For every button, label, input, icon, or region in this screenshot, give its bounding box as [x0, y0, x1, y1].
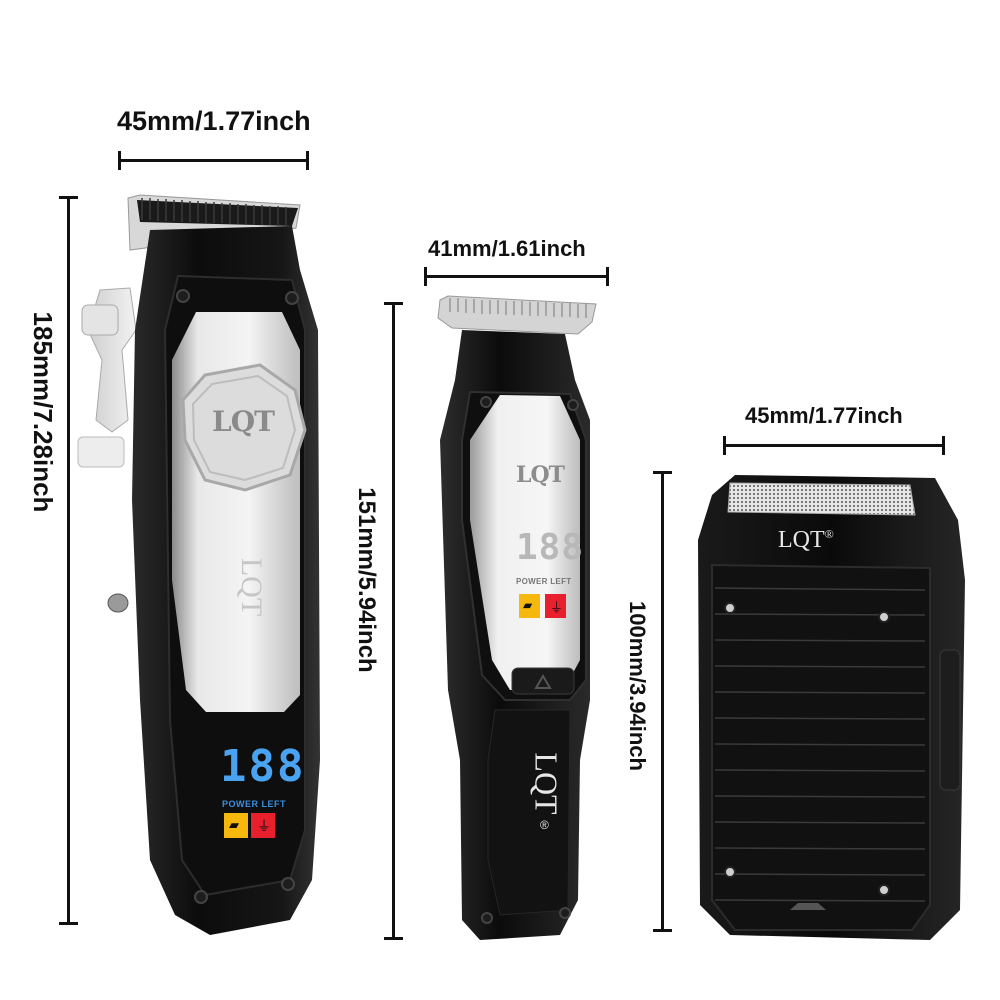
shaver-height-line	[653, 471, 672, 932]
trimmer-panel-logo: LQT	[516, 462, 565, 488]
trimmer-height-label: 151mm/5.94inch	[353, 487, 380, 673]
clipper-badge-logo: LQT	[212, 405, 275, 438]
clipper-lcd-digits: 188	[220, 741, 306, 792]
trimmer-height-line	[384, 302, 403, 940]
trimmer-body-logo: LQT	[528, 752, 565, 815]
shaver-width-line	[723, 436, 945, 455]
trimmer-plug-indicator: ⏚	[545, 594, 566, 618]
clipper-height-line	[59, 196, 78, 925]
shaver-logo: LQT®	[778, 527, 834, 554]
shaver-registered-mark: ®	[824, 527, 834, 541]
oil-icon: ▰	[523, 598, 533, 612]
shaver-brand: LQT	[778, 527, 825, 553]
clipper-body-logo: LQT	[235, 557, 269, 617]
clipper-width-line	[118, 151, 309, 170]
clipper-oil-indicator: ▰	[224, 813, 248, 838]
plug-icon: ⏚	[257, 818, 271, 834]
trimmer-width-line	[424, 267, 609, 286]
trimmer-lcd-digits: 188	[516, 527, 585, 568]
clipper-height-label: 185mm/7.28inch	[28, 311, 58, 513]
trimmer-oil-indicator: ▰	[519, 594, 540, 618]
oil-icon: ▰	[229, 817, 239, 832]
trimmer-width-label: 41mm/1.61inch	[428, 236, 586, 261]
clipper-width-label: 45mm/1.77inch	[117, 106, 311, 136]
shaver-width-label: 45mm/1.77inch	[745, 403, 903, 428]
plug-icon: ⏚	[550, 600, 564, 615]
trimmer-power-left-caption: POWER LEFT	[516, 577, 572, 586]
clipper-power-left-caption: POWER LEFT	[222, 799, 286, 809]
clipper-plug-indicator: ⏚	[251, 813, 275, 838]
shaver-height-label: 100mm/3.94inch	[625, 601, 650, 771]
trimmer-registered-mark: ®	[540, 818, 549, 832]
